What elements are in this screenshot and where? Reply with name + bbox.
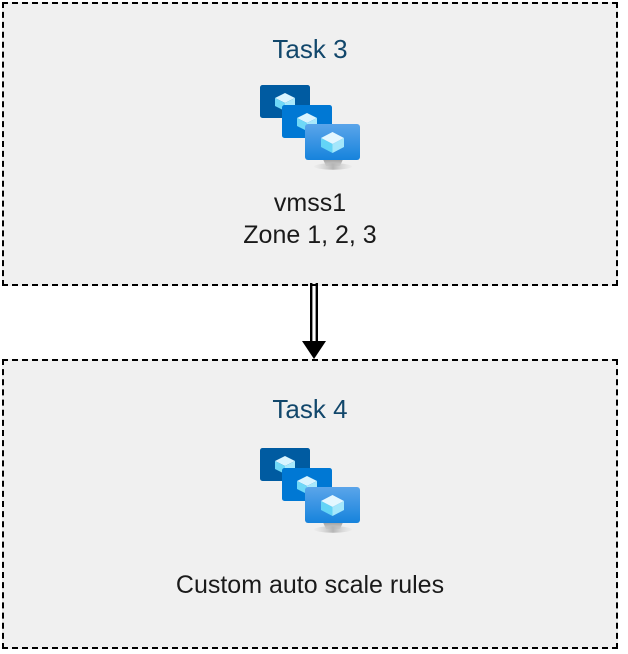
task-4-title: Task 4 [272,394,348,424]
task-3-caption-line-2: Zone 1, 2, 3 [243,221,377,249]
task-3-caption-line-1: vmss1 [273,189,347,217]
task-3-caption: vmss1 Zone 1, 2, 3 [243,187,376,251]
task-4-caption-line-1: Custom auto scale rules [175,571,445,599]
task-node-task-4[interactable]: Task 4 [2,359,618,649]
task-node-task-3[interactable]: Task 3 [2,2,618,286]
vm-scale-set-icon [260,448,360,533]
task-4-caption: Custom auto scale rules [176,569,444,601]
task-3-title: Task 3 [272,34,348,64]
vm-scale-set-icon [260,85,360,170]
double-line-arrow [302,283,326,359]
